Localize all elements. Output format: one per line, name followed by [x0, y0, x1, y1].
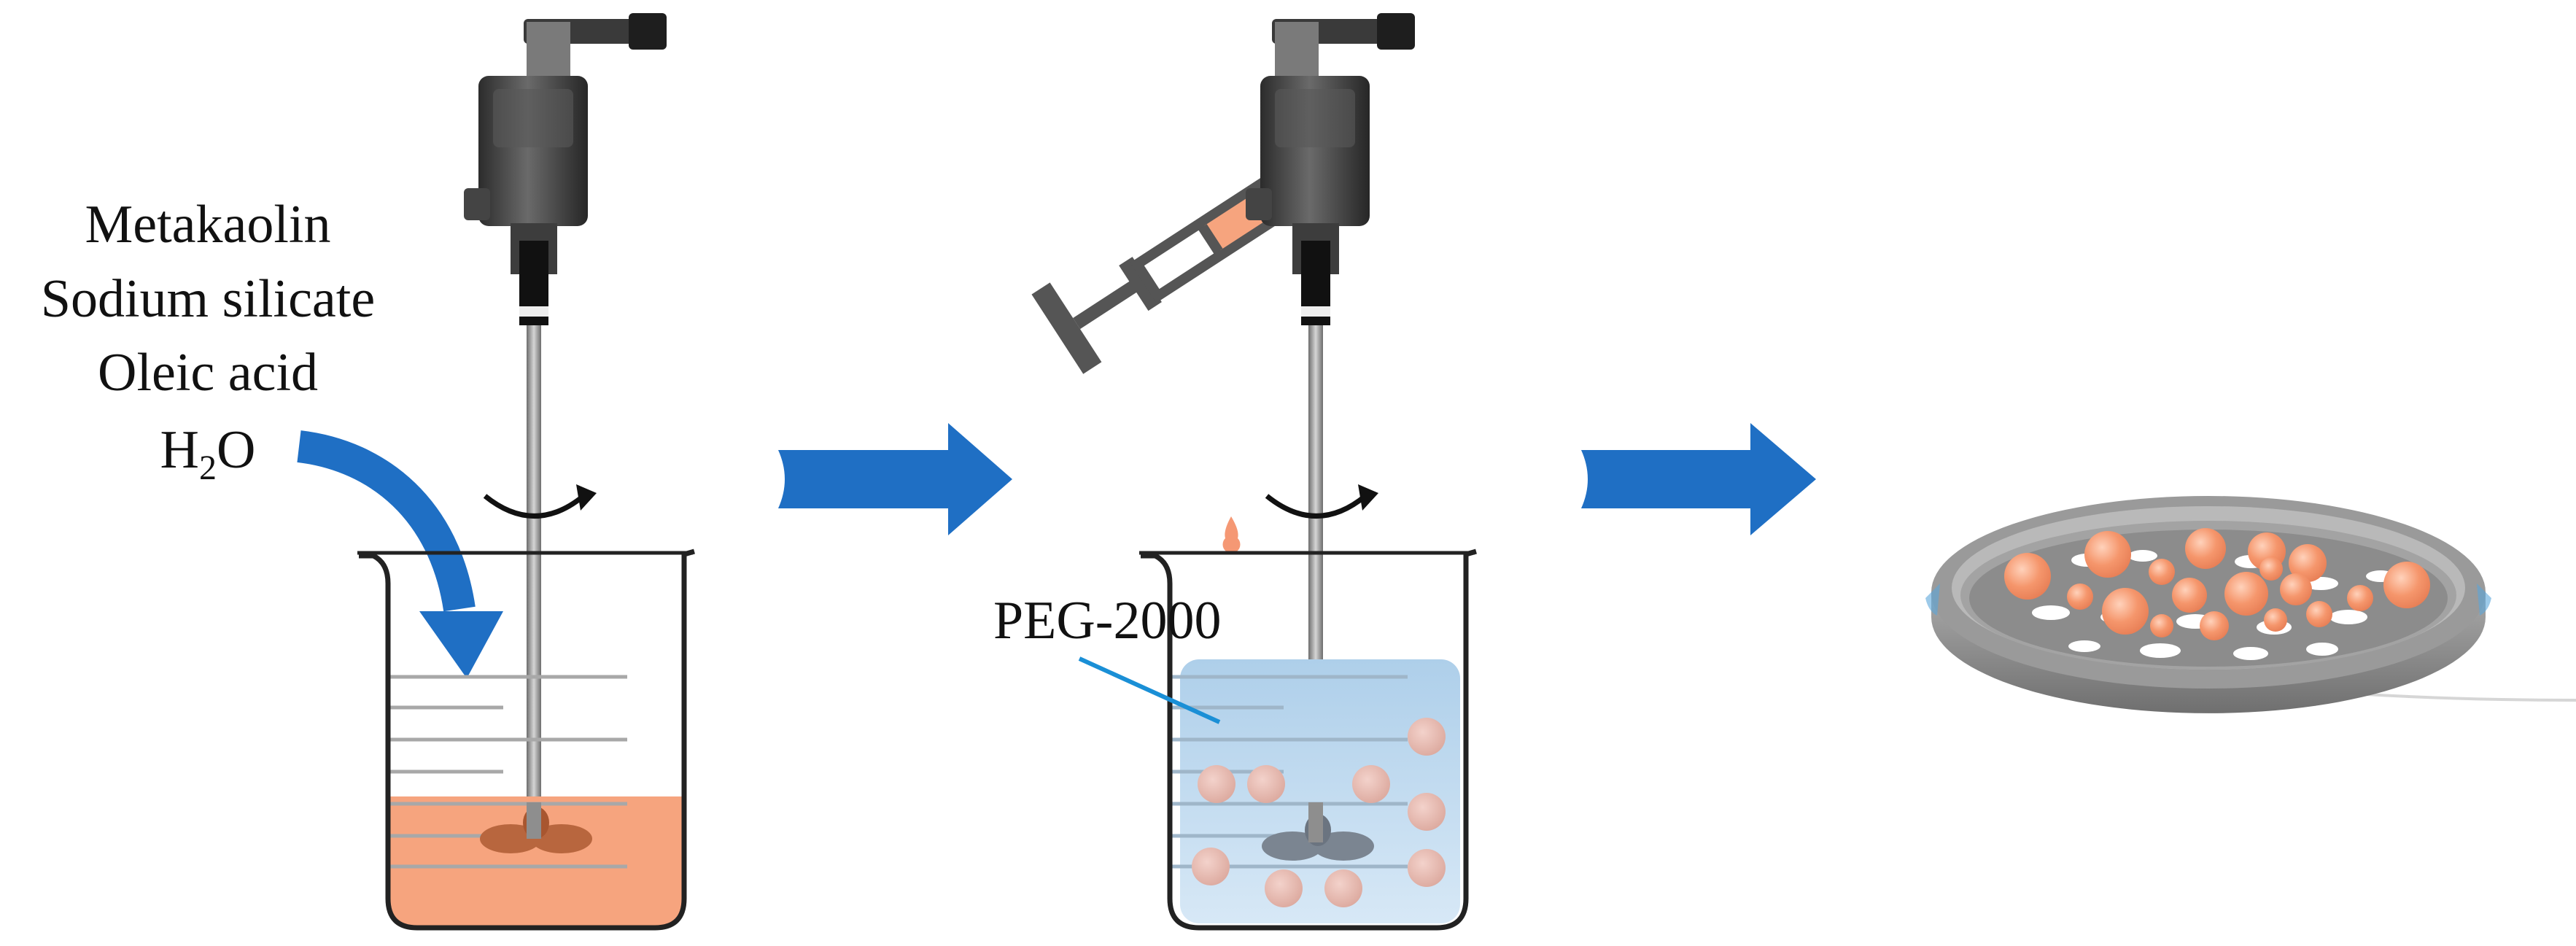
droplet-icon — [1222, 516, 1241, 554]
petri-dish-icon — [1925, 496, 2576, 713]
beaker-1-icon — [357, 548, 695, 931]
process-arrow-1-icon — [778, 423, 1012, 535]
emulsion-droplets — [1192, 718, 1446, 907]
peg-2000-text: PEG-2000 — [993, 591, 1221, 651]
addition-arrow-icon — [297, 430, 503, 678]
beaker-2-icon — [1139, 548, 1477, 931]
ingredient-metakaolin: Metakaolin — [85, 195, 330, 255]
ingredient-oleic-acid: Oleic acid — [98, 343, 318, 403]
peg-label: PEG-2000 — [993, 591, 1221, 724]
ingredient-water: H2O — [160, 420, 256, 487]
ingredient-sodium-silicate: Sodium silicate — [41, 269, 375, 329]
process-arrow-2-icon — [1581, 423, 1816, 535]
dish-spheres — [2004, 528, 2430, 640]
stirrer-1-icon — [464, 13, 667, 807]
ingredients-label: Metakaolin Sodium silicate Oleic acid H2… — [41, 195, 375, 487]
stirrer-2-icon — [1246, 13, 1415, 807]
